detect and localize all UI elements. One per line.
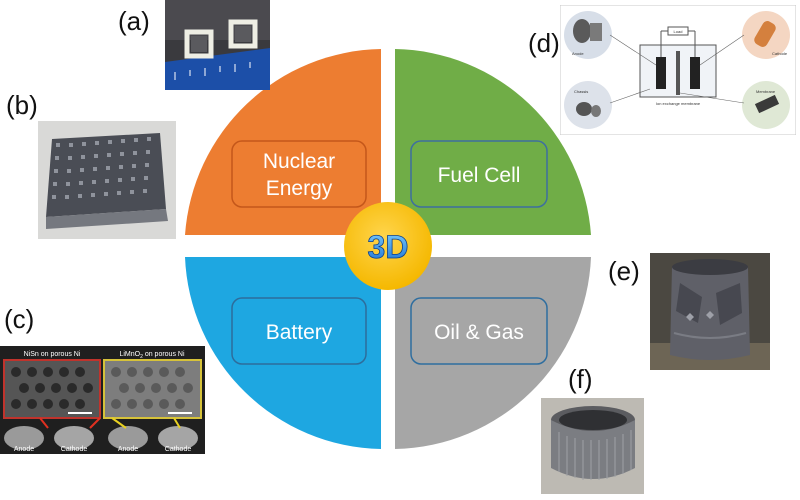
fuel-cell-label-box [410,140,548,208]
center-3d-label: 3D [368,229,409,265]
d-label-ion-membrane: Ion exchange membrane [656,101,701,106]
nuclear-label-box [231,140,367,208]
oil-gas-label-box [410,297,548,365]
panel-label-a: (a) [118,6,150,36]
photo-f-metal-ring [541,398,644,494]
photo-e-metal-component [650,253,770,370]
photo-c-sem-electrodes: NiSn on porous Ni LiMnO2 on porous Ni An… [0,346,205,454]
d-label-anode: Anode [572,51,584,56]
c-right-title: LiMnO2 on porous Ni [119,351,184,360]
c-bottom-label-3: Anode [118,446,138,453]
battery-label: Battery [266,321,333,344]
battery-label-box [231,297,367,365]
d-label-membrane: Membrane [756,89,776,94]
c-right-title-sub: 2 [140,354,143,360]
c-bottom-label-2: Cathode [61,446,88,453]
c-bottom-label-4: Cathode [165,446,192,453]
panel-label-f: (f) [568,364,593,394]
c-left-title: NiSn on porous Ni [24,351,81,358]
nuclear-label-line2: Energy [266,177,333,200]
nuclear-label-line1: Nuclear [263,150,335,173]
c-bottom-label-1: Anode [14,446,34,453]
quadrant-fuel-cell [395,49,591,235]
panel-label-e: (e) [608,256,640,286]
photo-d-fuel-cell-schematic: Anode Cathode Chassis Membrane Load Ion … [560,5,796,135]
quadrant-nuclear-energy [185,49,381,235]
panel-label-d: (d) [528,28,560,58]
quadrant-oil-gas [395,257,591,449]
d-label-cathode: Cathode [772,51,788,56]
center-circle [344,202,432,290]
d-label-load: Load [674,29,683,34]
d-label-chassis: Chassis [574,89,588,94]
fuel-cell-label: Fuel Cell [438,164,521,187]
photo-a-printed-cubes [165,0,270,90]
c-right-title-suffix: on porous Ni [143,351,185,358]
quadrant-battery [185,257,381,449]
c-right-title-main: LiMnO [119,351,140,358]
panel-label-b: (b) [6,90,38,120]
photo-b-lattice-structure [38,121,176,239]
oil-gas-label: Oil & Gas [434,321,524,344]
panel-label-c: (c) [4,304,35,334]
